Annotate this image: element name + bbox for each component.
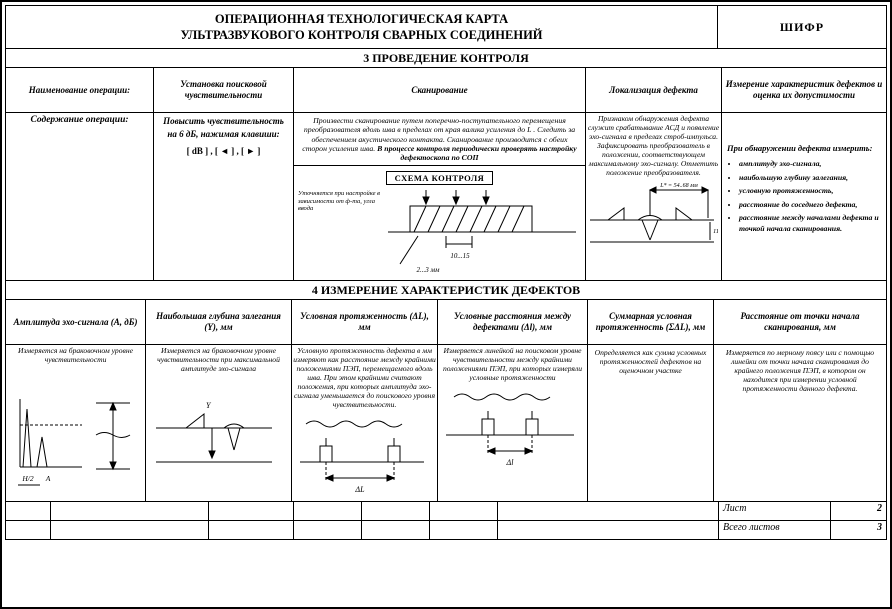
measure-item: условную протяженность, bbox=[739, 186, 883, 197]
total-sheets-value: 3 bbox=[830, 520, 887, 541]
measurement-intro: При обнаружении дефекта измерить: bbox=[727, 143, 873, 153]
scheme-note: Уточняется при настройке в зависимости о… bbox=[298, 190, 380, 213]
depth-diagram: Y bbox=[156, 401, 272, 463]
scheme-dim-L: L* = 54..68 мм bbox=[659, 182, 698, 189]
footer-empty-cell bbox=[497, 501, 719, 522]
depth-text: Измеряется на браковочном уровне чувстви… bbox=[157, 346, 280, 374]
footer-empty-cell bbox=[5, 520, 51, 541]
footer-empty-cell bbox=[293, 520, 362, 541]
s4-cell-amplitude: Измеряется на браковочном уровне чувстви… bbox=[5, 344, 146, 503]
sheet-value: 2 bbox=[830, 501, 887, 522]
label-dL: ΔL bbox=[354, 485, 365, 494]
measure-item: амплитуду эхо-сигнала, bbox=[739, 159, 883, 170]
measure-item: расстояние до соседнего дефекта, bbox=[739, 200, 883, 211]
s3-cell-measurement: При обнаружении дефекта измерить: амплит… bbox=[721, 111, 887, 282]
code-cell: ШИФР bbox=[717, 5, 887, 49]
label-depth: Y bbox=[206, 401, 212, 410]
measurement-list: амплитуду эхо-сигнала, наибольшую глубин… bbox=[739, 159, 883, 234]
label-half-level: Н/2 bbox=[21, 474, 34, 483]
s3-col-header-sensitivity: Установка поисковой чувствительности bbox=[153, 67, 294, 113]
footer-empty-cell bbox=[361, 501, 430, 522]
scheme-title: СХЕМА КОНТРОЛЯ bbox=[385, 171, 494, 186]
s4-cell-distance-between: Измеряется линейкой на поисковом уровне … bbox=[437, 344, 588, 503]
distance-between-text: Измеряется линейкой на поисковом уровне … bbox=[442, 346, 583, 383]
s3-col-header-scanning: Сканирование bbox=[293, 67, 586, 113]
localization-text: Признаком обнаружения дефекта служит сра… bbox=[587, 114, 720, 177]
scheme-dim-step: 2...3 мм bbox=[417, 266, 440, 274]
section4-title: 4 ИЗМЕРЕНИЕ ХАРАКТЕРИСТИК ДЕФЕКТОВ bbox=[5, 280, 887, 301]
s3-col-header-operation: Наименование операции: bbox=[5, 67, 154, 113]
footer-empty-cell bbox=[497, 520, 719, 541]
section3-table: Наименование операции: Установка поисков… bbox=[5, 67, 887, 282]
measure-item: наибольшую глубину залегания, bbox=[739, 173, 883, 184]
s4-col-header-total-extent: Суммарная условная протяженность (ΣΔL), … bbox=[587, 299, 714, 346]
control-scheme: СХЕМА КОНТРОЛЯ Уточняется при настройке … bbox=[294, 165, 585, 279]
footer-empty-cell bbox=[50, 520, 209, 541]
scanning-scheme-diagram: 10...15 2...3 мм bbox=[388, 190, 576, 274]
title-line-1: ОПЕРАЦИОННАЯ ТЕХНОЛОГИЧЕСКАЯ КАРТА bbox=[214, 12, 509, 26]
sensitivity-text: Повысить чувствительность на 6 дБ, нажим… bbox=[163, 116, 284, 139]
amplitude-text: Измеряется на браковочном уровне чувстви… bbox=[18, 346, 133, 365]
footer-empty-cell bbox=[361, 520, 430, 541]
document-title: ОПЕРАЦИОННАЯ ТЕХНОЛОГИЧЕСКАЯ КАРТА УЛЬТР… bbox=[5, 5, 718, 49]
sheet-label: Лист bbox=[718, 501, 831, 522]
distance-between-diagram: Δl bbox=[446, 393, 574, 467]
section3-title: 3 ПРОВЕДЕНИЕ КОНТРОЛЯ bbox=[5, 48, 887, 68]
s3-col-header-measurement: Измерение характеристик дефектов и оценк… bbox=[721, 67, 887, 113]
section4-table: Амплитуда эхо-сигнала (А, дБ) Наибольшая… bbox=[5, 299, 887, 503]
label-amplitude: А bbox=[45, 474, 51, 483]
scheme-dim-probe: 10...15 bbox=[450, 252, 470, 260]
s4-col-header-extent: Условная протяженность (ΔL), мм bbox=[291, 299, 438, 346]
s4-cell-depth: Измеряется на браковочном уровне чувстви… bbox=[145, 344, 292, 503]
s3-cell-sensitivity: Повысить чувствительность на 6 дБ, нажим… bbox=[153, 111, 294, 282]
amplitude-diagram: Н/2 А bbox=[18, 399, 131, 486]
extent-diagram: ΔL bbox=[300, 420, 424, 494]
header-table: ОПЕРАЦИОННАЯ ТЕХНОЛОГИЧЕСКАЯ КАРТА УЛЬТР… bbox=[5, 5, 887, 49]
s4-col-header-distance-between: Условные расстояния между дефектами (Δl)… bbox=[437, 299, 588, 346]
label-dl: Δl bbox=[506, 458, 515, 467]
s4-cell-extent: Условную протяженность дефекта в мм изме… bbox=[291, 344, 438, 503]
s4-col-header-depth: Наибольшая глубина залегания (Y), мм bbox=[145, 299, 292, 346]
footer-empty-cell bbox=[293, 501, 362, 522]
sensitivity-keys: [ dB ] , [ ◄ ] , [ ► ] bbox=[186, 146, 261, 156]
s3-cell-operation-label: Содержание операции: bbox=[5, 111, 154, 282]
scanning-paragraph: Произвести сканирование путем поперечно-… bbox=[302, 116, 576, 153]
footer-empty-cell bbox=[5, 501, 51, 522]
s3-cell-scanning: Произвести сканирование путем поперечно-… bbox=[293, 111, 586, 282]
footer-empty-cell bbox=[429, 501, 498, 522]
footer-table: Лист 2 Всего листов 3 bbox=[5, 501, 887, 541]
scanning-paragraph-bold: В процессе контроля периодически проверя… bbox=[377, 143, 577, 163]
footer-empty-cell bbox=[429, 520, 498, 541]
total-sheets-label: Всего листов bbox=[718, 520, 831, 541]
s4-cell-total-extent: Определяется как сумма условных протяжен… bbox=[587, 344, 714, 503]
footer-empty-cell bbox=[208, 501, 294, 522]
scheme-dim-thickness: 11 bbox=[713, 228, 718, 235]
s3-cell-localization: Признаком обнаружения дефекта служит сра… bbox=[585, 111, 722, 282]
footer-empty-cell bbox=[50, 501, 209, 522]
footer-empty-cell bbox=[208, 520, 294, 541]
weld-localization-diagram: L* = 54..68 мм 11 bbox=[590, 182, 718, 243]
title-line-2: УЛЬТРАЗВУКОВОГО КОНТРОЛЯ СВАРНЫХ СОЕДИНЕ… bbox=[180, 28, 543, 42]
operation-content-label: Содержание операции: bbox=[30, 115, 129, 125]
measure-item: расстояние между началами дефекта и точк… bbox=[739, 213, 883, 234]
total-extent-text: Определяется как сумма условных протяжен… bbox=[594, 348, 707, 376]
s4-col-header-amplitude: Амплитуда эхо-сигнала (А, дБ) bbox=[5, 299, 146, 346]
extent-text: Условную протяженность дефекта в мм изме… bbox=[293, 346, 436, 410]
s4-cell-distance-start: Измеряется по мерному поясу или с помощь… bbox=[713, 344, 887, 503]
s3-col-header-localization: Локализация дефекта bbox=[585, 67, 722, 113]
distance-start-text: Измеряется по мерному поясу или с помощь… bbox=[725, 348, 875, 394]
s4-col-header-distance-start: Расстояние от точки начала сканирования,… bbox=[713, 299, 887, 346]
